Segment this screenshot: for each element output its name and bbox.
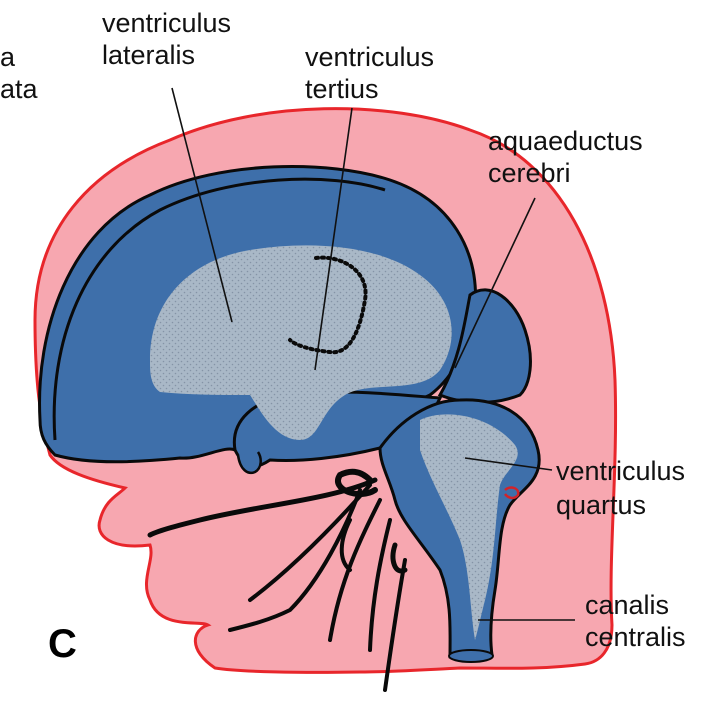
panel-letter: C — [48, 622, 77, 667]
label-ventriculus-lateralis-1: ventriculus — [102, 8, 231, 39]
cut-label-bottom: ata — [0, 74, 38, 105]
cut-label-top: a — [0, 42, 15, 73]
label-ventriculus-tertius-2: tertius — [305, 74, 379, 105]
label-aquaeductus-cerebri-1: aquaeductus — [488, 126, 643, 157]
label-canalis-centralis-2: centralis — [585, 622, 686, 653]
spinal-cord-cut — [449, 650, 493, 662]
label-aquaeductus-cerebri-2: cerebri — [488, 158, 571, 189]
label-ventriculus-lateralis-2: lateralis — [102, 40, 195, 71]
label-ventriculus-quartus-2: quartus — [556, 490, 646, 521]
label-ventriculus-quartus-1: ventriculus — [556, 456, 685, 487]
label-ventriculus-tertius-1: ventriculus — [305, 42, 434, 73]
label-canalis-centralis-1: canalis — [585, 590, 669, 621]
